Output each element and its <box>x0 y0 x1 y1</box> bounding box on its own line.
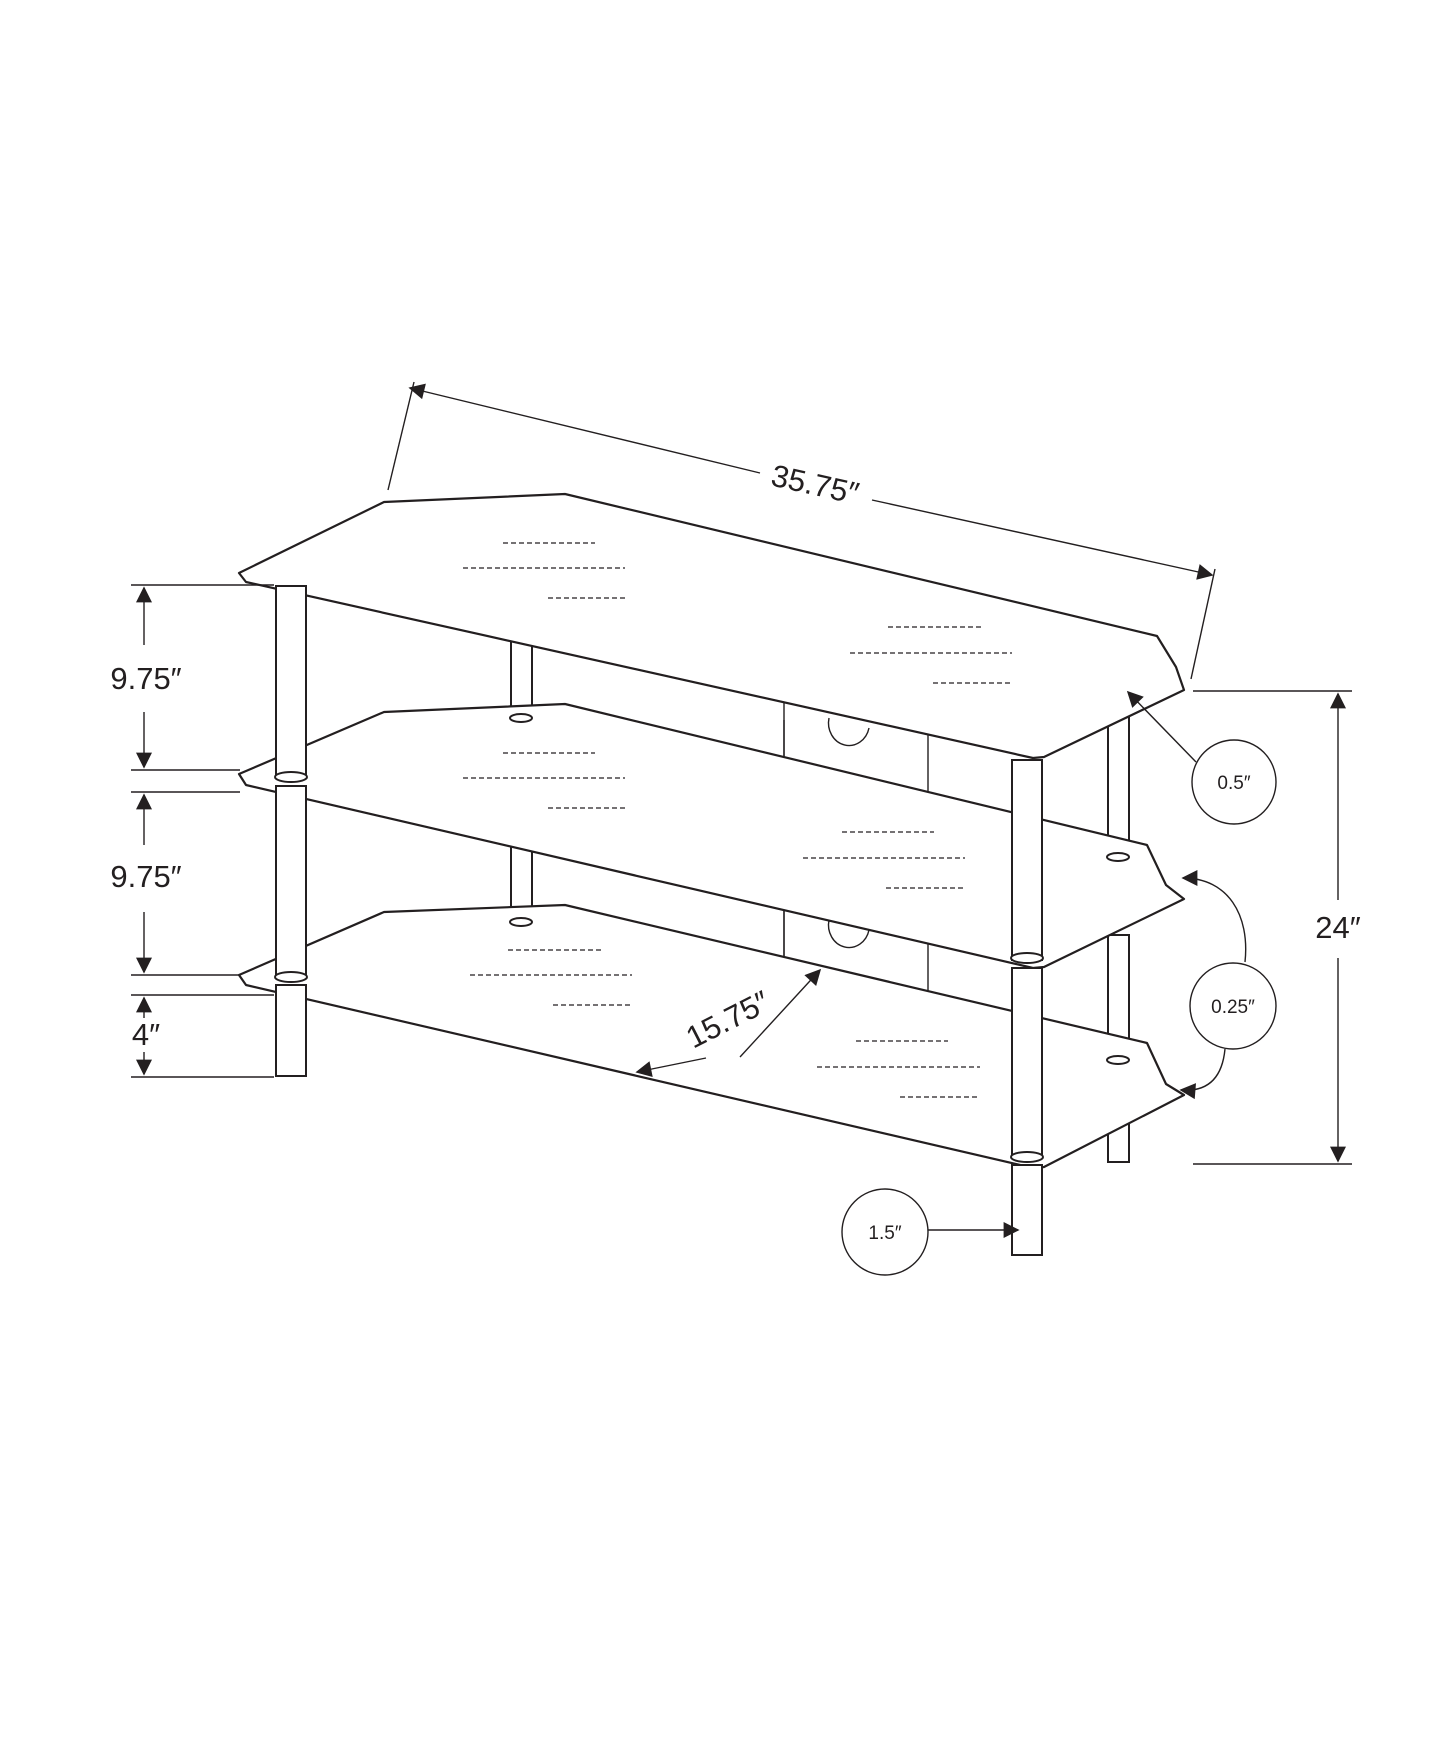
total-height-label: 24″ <box>1315 910 1360 945</box>
leg-diameter-callout-circle <box>841 1188 929 1276</box>
top-glass-callout-circle <box>1191 739 1277 825</box>
top-glass-callout: 0.5″ <box>1126 690 1277 825</box>
cable-hole-upper <box>827 717 870 747</box>
lower-glass-callout: 0.25″ <box>1179 870 1277 1100</box>
front-left-post-lower <box>275 785 307 979</box>
upper-gap-label: 9.75″ <box>110 661 181 696</box>
front-right-leg <box>1011 1164 1043 1256</box>
front-right-post-upper <box>1011 759 1043 961</box>
cable-hole-lower <box>827 919 870 949</box>
left-height-dimensions: 9.75″ 9.75″ 4″ <box>110 584 274 1078</box>
width-label: 35.75″ <box>768 458 862 511</box>
lower-glass-thickness-label: 0.25″ <box>1211 997 1255 1018</box>
front-left-leg <box>275 984 307 1077</box>
lower-gap-label: 9.75″ <box>110 859 181 894</box>
total-height-dimension: 24″ <box>1193 690 1361 1165</box>
leg-diameter-label: 1.5″ <box>868 1223 901 1244</box>
glass-reflection-marks <box>463 542 1012 1098</box>
top-glass-thickness-label: 0.5″ <box>1217 773 1250 794</box>
front-left-post-upper <box>275 585 307 779</box>
leg-height-label: 4″ <box>132 1017 160 1052</box>
lower-glass-callout-circle <box>1189 962 1277 1050</box>
front-right-post-lower <box>1011 967 1043 1159</box>
leg-diameter-callout: 1.5″ <box>841 1188 1020 1276</box>
